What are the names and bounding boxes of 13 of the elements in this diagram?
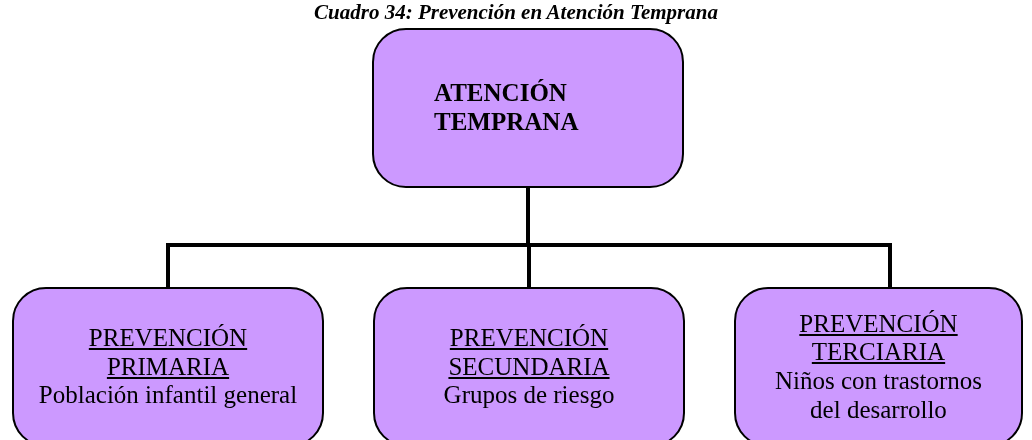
box-heading: PREVENCIÓN SECUNDARIA [447,323,611,382]
connector-line [526,188,892,287]
diagram-title: Cuadro 34: Prevención en Atención Temprana [313,0,719,24]
box-text: Niños con trastornos del desarrollo [774,367,983,425]
rounded-box [372,28,684,188]
rounded-box [734,287,1023,440]
box-heading: PREVENCIÓN TERCIARIA [798,309,959,367]
rounded-box [12,287,324,440]
rounded-box [373,287,685,440]
box-heading: PREVENCIÓN PRIMARIA [87,323,249,382]
box-text: Población infantil general [37,381,299,411]
box-title: ATENCIÓN TEMPRANA [433,79,580,137]
box-text: Grupos de riesgo [442,381,616,411]
